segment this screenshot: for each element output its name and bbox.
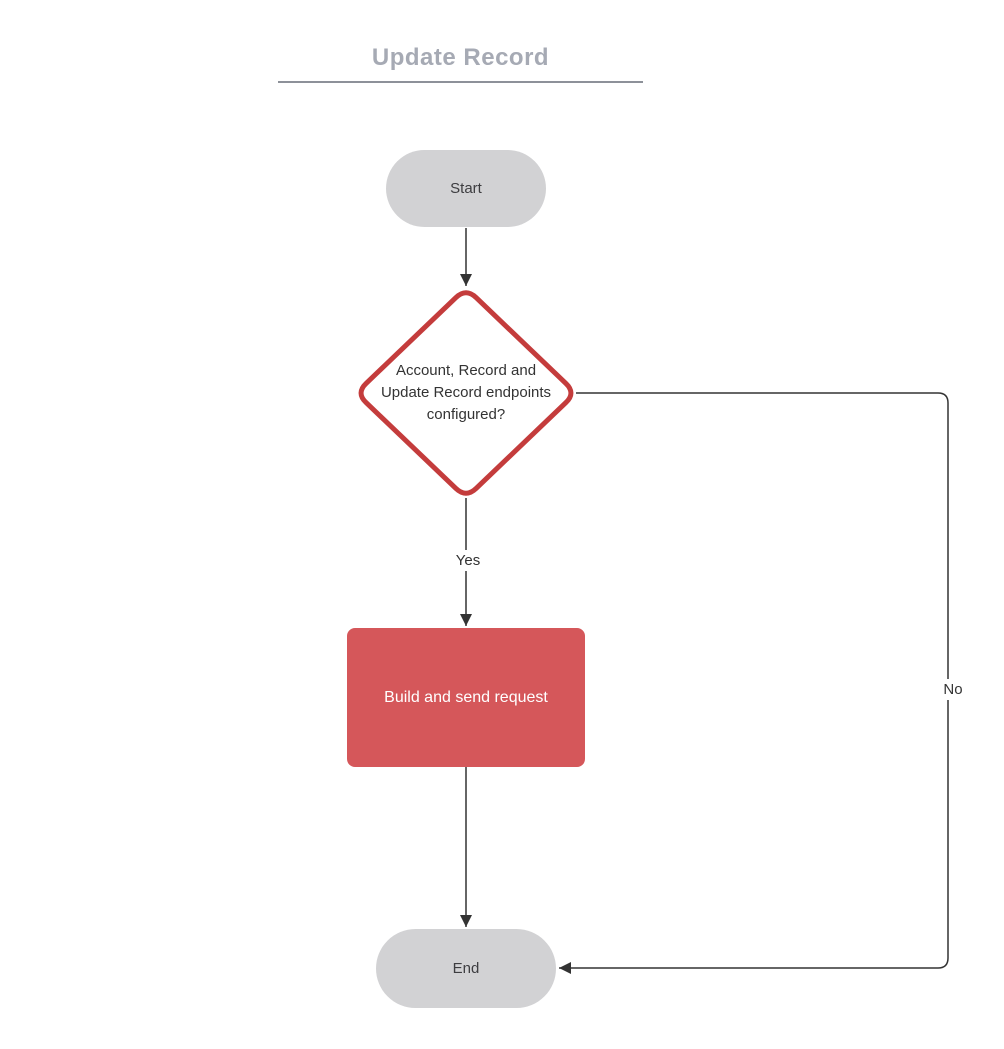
- node-process-label: Build and send request: [384, 688, 548, 706]
- edge-label-yes: Yes: [442, 550, 494, 571]
- decision-label-line-3: configured?: [426, 406, 506, 423]
- node-decision-label: Account, Record and Update Record endpoi…: [346, 360, 586, 426]
- edge-label-no: No: [928, 679, 978, 700]
- node-start-label: Start: [450, 180, 482, 197]
- decision-diamond-shape: [358, 290, 574, 496]
- diagram-title: Update Record: [371, 44, 550, 71]
- node-end: End: [376, 929, 556, 1008]
- connector-decision-to-end-no: [559, 392, 949, 974]
- node-start: Start: [386, 150, 546, 227]
- node-end-label: End: [452, 960, 480, 977]
- decision-label-line-2: Update Record endpoints: [380, 384, 552, 401]
- title-underline: [278, 81, 643, 83]
- decision-label-line-1: Account, Record and: [395, 362, 537, 379]
- node-process: Build and send request: [347, 628, 585, 767]
